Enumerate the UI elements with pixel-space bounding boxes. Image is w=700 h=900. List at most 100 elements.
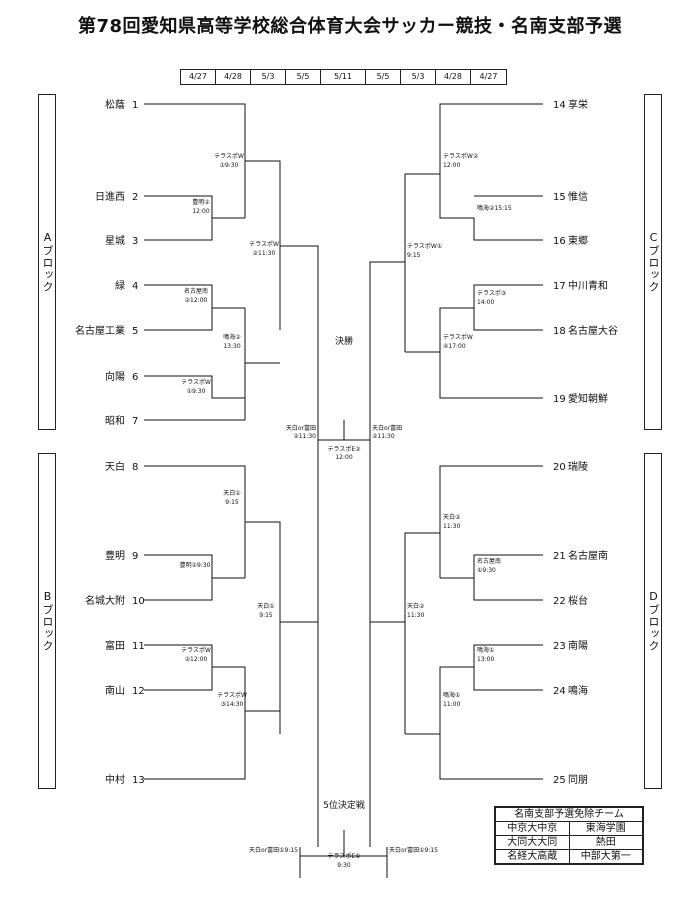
table-cell: 名経大高蔵 [496,850,570,863]
fifth-right-team: 天白or富田①9:15 [389,846,438,854]
date-cell: 5/3 [401,70,436,84]
venue-label: テラスポW② [443,152,479,160]
team-name: 瑞陵 [568,461,588,473]
venue-time: 9:15 [225,499,239,506]
team-number: 16 [553,236,566,247]
team-name: 星城 [105,235,125,247]
venues-right: テラスポW② 12:00 鳴海②15:15 テラスポW① 9:15 テラスポ③ … [407,152,512,708]
exempt-title: 名南支部予選免除チーム [496,808,642,822]
venue-time: 12:00 [443,162,460,169]
team-number: 23 [553,641,566,652]
team-number: 17 [553,281,566,292]
venue-label: 天白① [257,602,274,610]
team-number: 7 [132,416,138,427]
venue-label: 豊明② [192,198,210,206]
venue-time: 13:30 [223,343,240,350]
team-number: 1 [132,100,138,111]
date-cell: 4/28 [436,70,471,84]
table-cell: 大同大大同 [496,836,570,849]
table-row: 中京大中京 東海学園 [496,822,642,836]
team-name: 名古屋南 [568,549,608,562]
team-name: 富田 [105,639,125,652]
team-number: 25 [553,775,566,786]
team-number: 2 [132,192,138,203]
venue-time: 12:00 [192,208,209,215]
venue-time: 13:00 [477,656,494,663]
team-number: 22 [553,596,566,607]
team-name: 名古屋工業 [75,324,125,337]
team-number: 19 [553,394,566,405]
team-number: 12 [132,686,145,697]
date-cell: 5/5 [366,70,401,84]
final-right-team: 天白or富田 [372,424,402,432]
team-number: 10 [132,596,145,607]
venue-label: テラスポW [214,152,244,160]
team-name: 天白 [105,460,125,473]
venue-label: 鳴海① [477,646,494,654]
page-title: 第78回愛知県高等学校総合体育大会サッカー競技・名南支部予選 [77,16,623,37]
fifth-venue: テラスポE① [327,852,360,860]
table-cell: 東海学園 [585,823,626,834]
team-name: 同朋 [568,774,588,786]
bracket-lines [144,103,543,878]
table-row: 名経大高蔵 中部大第一 [496,850,642,863]
team-number: 5 [132,326,138,337]
venue-time: ①9:30 [187,388,206,395]
venue-label: テラスポW [249,240,279,248]
team-number: 18 [553,326,566,337]
team-name: 名城大附 [85,594,125,607]
team-name: 惟信 [568,190,588,203]
team-name: 享栄 [568,98,588,111]
table-cell: 中京大中京 [496,822,570,835]
venue-label: 名古屋南 [477,557,501,565]
venue-time: ②12:00 [185,656,208,663]
venue-label: 天白① [223,489,240,497]
venue-time: 11:00 [443,701,460,708]
venue-label: 天白② [443,513,461,521]
venue-time: ②12:00 [185,297,208,304]
venues-left: テラスポW ①9:30 豊明② 12:00 テラスポW ②11:30 名古屋南 … [180,152,279,708]
venue-label: テラスポW [217,691,247,699]
date-cell: 4/27 [181,70,216,84]
fifth-place-label: 5位決定戦 [323,799,365,811]
team-number: 20 [553,462,566,473]
team-name: 向陽 [105,370,125,383]
fifth-time: 9:30 [337,862,351,869]
block-c: Cブロック [644,94,662,430]
team-number: 6 [132,372,138,383]
team-number: 24 [553,686,566,697]
venue-time: ③14:30 [221,701,244,708]
team-name: 中村 [105,773,125,786]
venue-label: テラスポW [181,646,211,654]
venue-label: 鳴海① [443,691,460,699]
team-name: 愛知朝鮮 [568,392,608,405]
team-name: 昭和 [105,415,125,427]
venue-label: 鳴海② [223,333,241,341]
date-cell: 4/28 [216,70,251,84]
team-number: 15 [553,192,566,203]
venue-label: 鳴海②15:15 [477,204,512,212]
team-number: 9 [132,551,138,562]
venue-label: テラスポ③ [477,289,506,297]
team-name: 豊明 [105,549,125,562]
final-left-time: ②11:30 [293,433,316,440]
table-row: 大同大大同 熱田 [496,836,642,850]
block-b: Bブロック [38,453,56,789]
table-cell: 中部大第一 [580,851,631,862]
final-label: 決勝 [335,335,353,347]
venue-time: ②11:30 [253,250,276,257]
team-name: 名古屋大谷 [568,324,618,337]
team-number: 11 [132,641,145,652]
venue-label: 天白② [407,602,425,610]
final-venue: テラスポE② [327,445,361,453]
team-name: 緑 [115,279,125,292]
final-area: 決勝 天白or富田 ②11:30 天白or富田 ②11:30 テラスポE② 12… [249,335,438,869]
team-number: 3 [132,236,138,247]
team-name: 南陽 [568,639,588,652]
date-cell: 4/27 [479,72,498,81]
team-name: 鳴海 [568,684,588,697]
final-left-team: 天白or富田 [286,424,316,432]
venue-label: テラスポW [443,333,473,341]
fifth-left-team: 天白or富田①9:15 [249,846,298,854]
